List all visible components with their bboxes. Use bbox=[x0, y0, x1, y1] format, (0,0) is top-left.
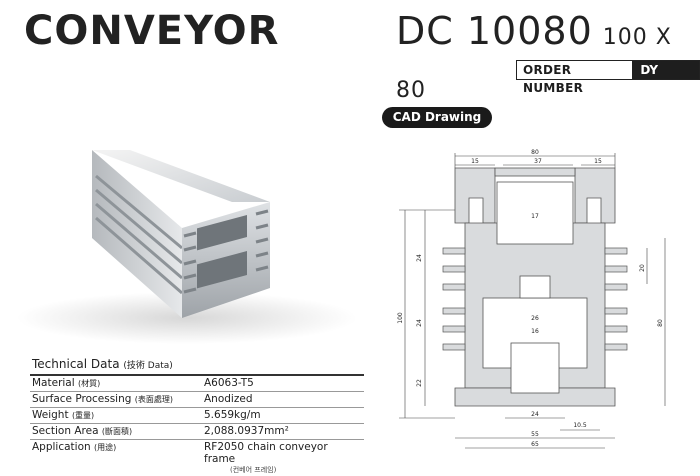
order-number-label: ORDER NUMBER bbox=[517, 61, 632, 79]
svg-text:10.5: 10.5 bbox=[573, 422, 587, 429]
cad-drawing-label: CAD Drawing bbox=[382, 107, 492, 128]
svg-text:24: 24 bbox=[416, 254, 423, 262]
svg-text:55: 55 bbox=[531, 431, 539, 438]
model-number: DC 10080 bbox=[396, 9, 593, 53]
svg-text:16: 16 bbox=[531, 328, 539, 335]
svg-text:15: 15 bbox=[471, 158, 479, 165]
page-title: CONVEYOR bbox=[24, 6, 279, 56]
application-note: (컨베어 프레임) bbox=[204, 465, 362, 475]
table-row: Section Area (斷面積) 2,088.0937mm² bbox=[30, 424, 364, 440]
svg-text:15: 15 bbox=[594, 158, 602, 165]
svg-text:20: 20 bbox=[639, 264, 646, 272]
svg-text:24: 24 bbox=[531, 411, 539, 418]
svg-text:22: 22 bbox=[416, 379, 423, 387]
technical-data-header: Technical Data (技術 Data) bbox=[30, 356, 364, 376]
svg-text:65: 65 bbox=[531, 441, 539, 448]
cad-drawing: 80 15 37 15 17 100 24 24 22 80 20 26 16 … bbox=[385, 148, 685, 464]
product-image bbox=[12, 118, 362, 348]
svg-text:80: 80 bbox=[657, 319, 664, 327]
svg-text:24: 24 bbox=[416, 319, 423, 327]
dim-top: 80 bbox=[531, 149, 539, 156]
table-row: Surface Processing (表面處理) Anodized bbox=[30, 392, 364, 408]
svg-text:26: 26 bbox=[531, 315, 539, 322]
table-row: Weight (重量) 5.659kg/m bbox=[30, 408, 364, 424]
svg-text:37: 37 bbox=[534, 158, 542, 165]
order-number-value: DY 5069 bbox=[632, 61, 699, 79]
table-row: Material (材質) A6063-T5 bbox=[30, 376, 364, 392]
svg-text:100: 100 bbox=[397, 312, 404, 324]
svg-text:17: 17 bbox=[531, 213, 539, 220]
technical-data-table: Technical Data (技術 Data) Material (材質) A… bbox=[30, 356, 364, 476]
order-number-badge: ORDER NUMBER DY 5069 bbox=[516, 60, 700, 80]
